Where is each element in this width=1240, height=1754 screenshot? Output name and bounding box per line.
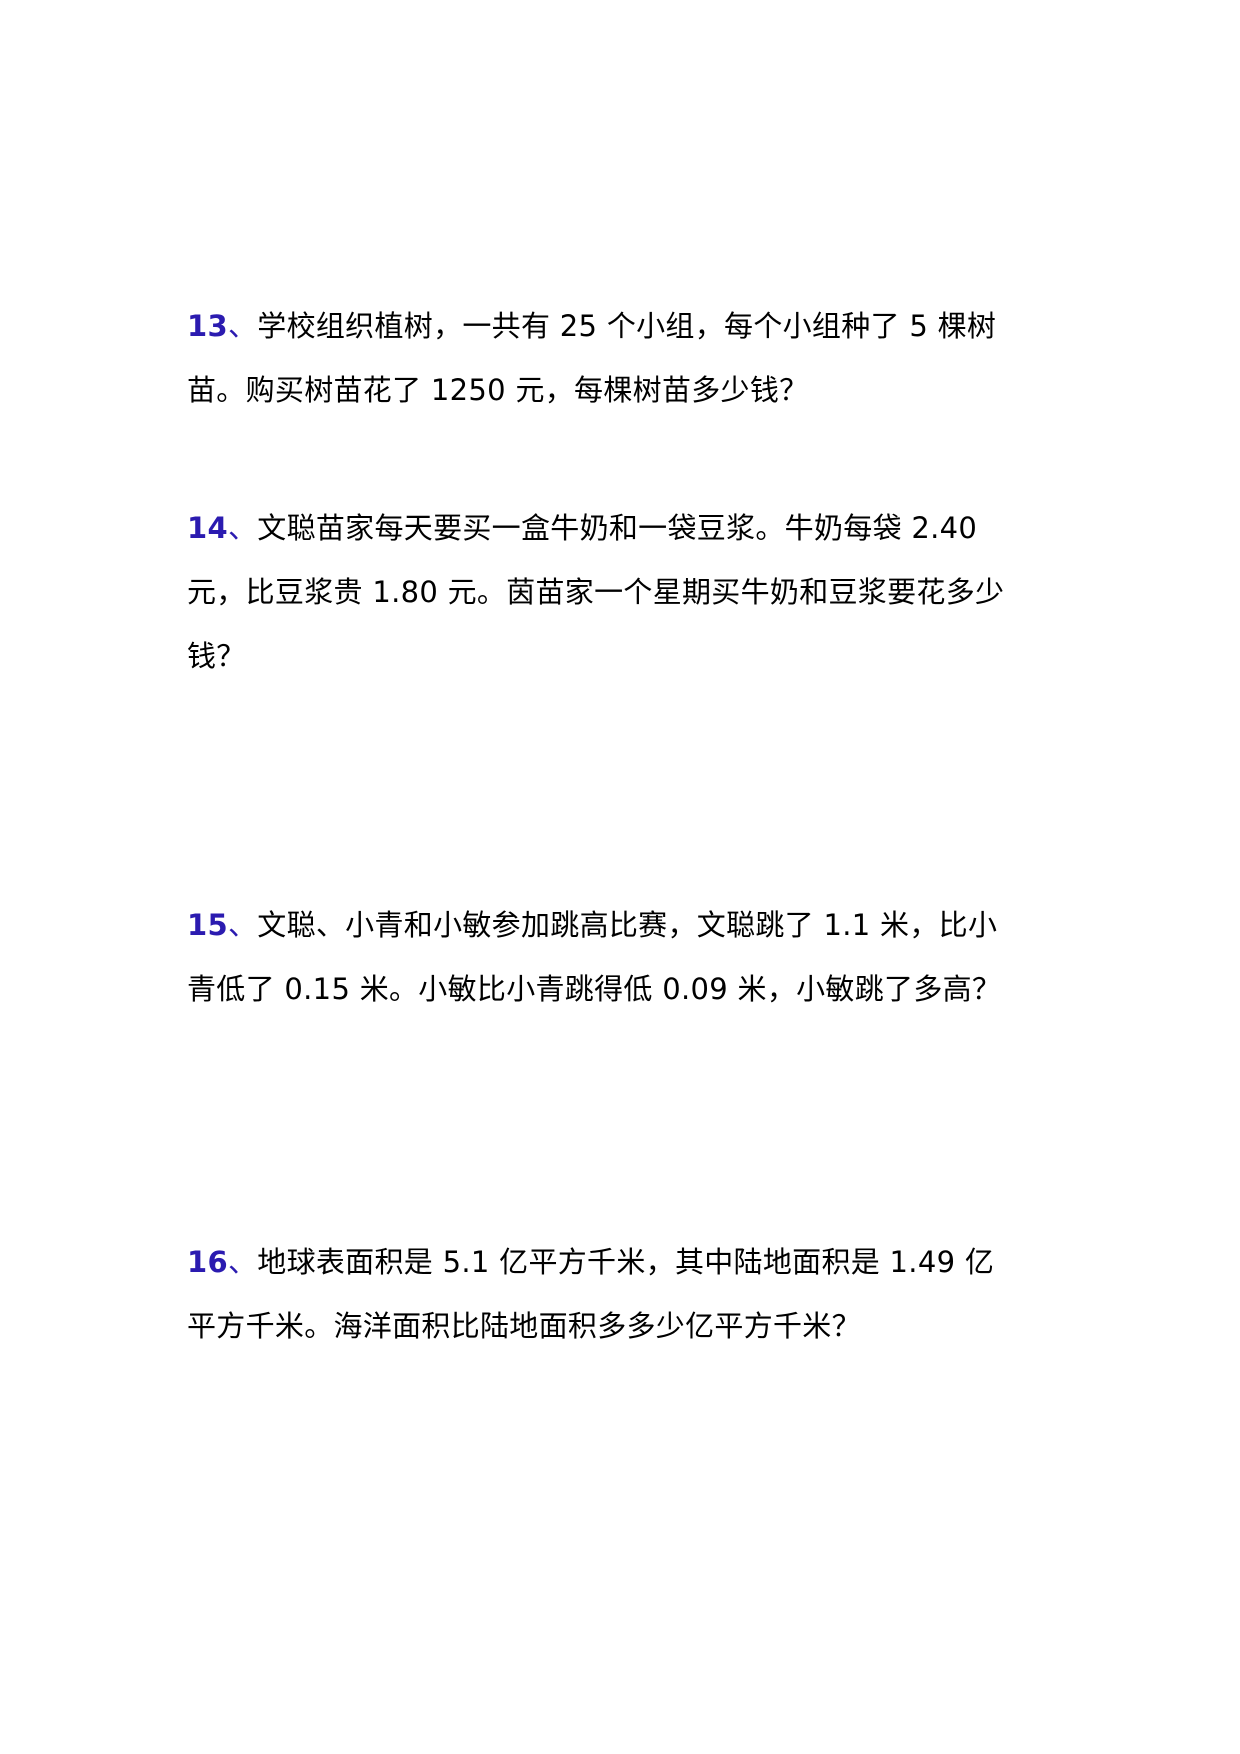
- question-15: 15、文聪、小青和小敏参加跳高比赛，文聪跳了 1.1 米，比小 青低了 0.15…: [187, 893, 1057, 1021]
- question-13: 13、学校组织植树，一共有 25 个小组，每个小组种了 5 棵树 苗。购买树苗花…: [187, 294, 1057, 422]
- question-line: 钱？: [187, 639, 246, 673]
- question-separator: 、: [227, 511, 258, 545]
- question-number: 13: [187, 309, 228, 343]
- question-16: 16、地球表面积是 5.1 亿平方千米，其中陆地面积是 1.49 亿 平方千米。…: [187, 1230, 1057, 1358]
- question-number: 14: [187, 511, 228, 545]
- question-14: 14、文聪苗家每天要买一盒牛奶和一袋豆浆。牛奶每袋 2.40 元，比豆浆贵 1.…: [187, 496, 1057, 688]
- question-separator: 、: [227, 1245, 258, 1279]
- question-line: 16、地球表面积是 5.1 亿平方千米，其中陆地面积是 1.49 亿: [187, 1230, 1057, 1294]
- question-separator: 、: [227, 309, 258, 343]
- question-line: 14、文聪苗家每天要买一盒牛奶和一袋豆浆。牛奶每袋 2.40: [187, 496, 1057, 560]
- question-line: 13、学校组织植树，一共有 25 个小组，每个小组种了 5 棵树: [187, 294, 1057, 358]
- question-line: 苗。购买树苗花了 1250 元，每棵树苗多少钱？: [187, 373, 809, 407]
- question-line: 元，比豆浆贵 1.80 元。茵苗家一个星期买牛奶和豆浆要花多少: [187, 575, 1005, 609]
- question-text: 文聪苗家每天要买一盒牛奶和一袋豆浆。牛奶每袋 2.40: [257, 511, 978, 545]
- question-text: 文聪、小青和小敏参加跳高比赛，文聪跳了 1.1 米，比小: [257, 908, 998, 942]
- question-separator: 、: [227, 908, 258, 942]
- question-text: 学校组织植树，一共有 25 个小组，每个小组种了 5 棵树: [257, 309, 997, 343]
- question-number: 16: [187, 1245, 228, 1279]
- question-text: 地球表面积是 5.1 亿平方千米，其中陆地面积是 1.49 亿: [257, 1245, 995, 1279]
- question-line: 青低了 0.15 米。小敏比小青跳得低 0.09 米，小敏跳了多高？: [187, 972, 1002, 1006]
- question-line: 15、文聪、小青和小敏参加跳高比赛，文聪跳了 1.1 米，比小: [187, 893, 1057, 957]
- question-line: 平方千米。海洋面积比陆地面积多多少亿平方千米？: [187, 1309, 861, 1343]
- question-number: 15: [187, 908, 228, 942]
